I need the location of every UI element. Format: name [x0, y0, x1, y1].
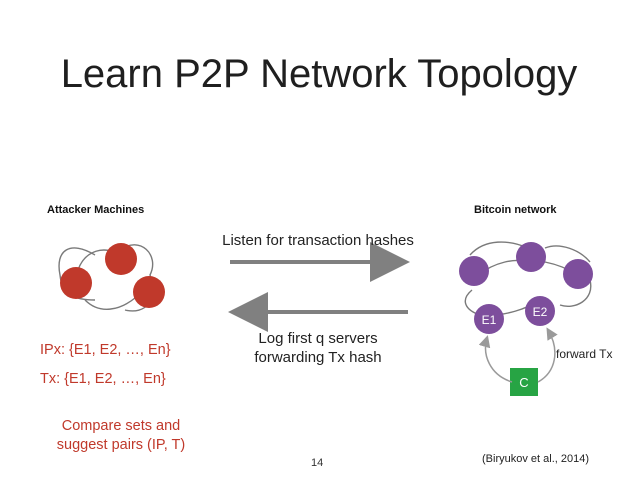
attacker-node — [60, 267, 92, 299]
attacker-link — [84, 297, 136, 310]
page-number: 14 — [311, 457, 324, 469]
citation: (Biryukov et al., 2014) — [482, 453, 589, 465]
forward-arrow-e2 — [537, 327, 558, 383]
bitcoin-node-e2 — [525, 296, 555, 326]
log-label-line1: Log first q servers — [258, 330, 378, 347]
e2-label: E2 — [533, 305, 548, 319]
attacker-machines-header: Attacker Machines — [47, 204, 145, 216]
attacker-node — [133, 276, 165, 308]
forward-tx-label: forward Tx — [556, 347, 613, 361]
bitcoin-network-header: Bitcoin network — [474, 204, 557, 216]
c-node — [510, 368, 538, 396]
listen-label: Listen for transaction hashes — [222, 232, 414, 249]
bitcoin-node — [459, 256, 489, 286]
e1-label: E1 — [482, 313, 497, 327]
bitcoin-node — [563, 259, 593, 289]
log-label-line2: forwarding Tx hash — [254, 349, 382, 366]
slide-title: Learn P2P Network Topology — [60, 52, 578, 96]
c-label: C — [519, 375, 528, 390]
bitcoin-node — [516, 242, 546, 272]
bitcoin-link — [464, 241, 592, 316]
forward-arrow-e1 — [478, 335, 513, 383]
bitcoin-node-e1 — [474, 304, 504, 334]
ipx-set: IPx: {E1, E2, …, En} — [40, 342, 171, 358]
tx-set: Tx: {E1, E2, …, En} — [40, 371, 166, 387]
attacker-node — [105, 243, 137, 275]
compare-line1: Compare sets and — [61, 418, 181, 434]
compare-line2: suggest pairs (IP, T) — [56, 437, 186, 453]
